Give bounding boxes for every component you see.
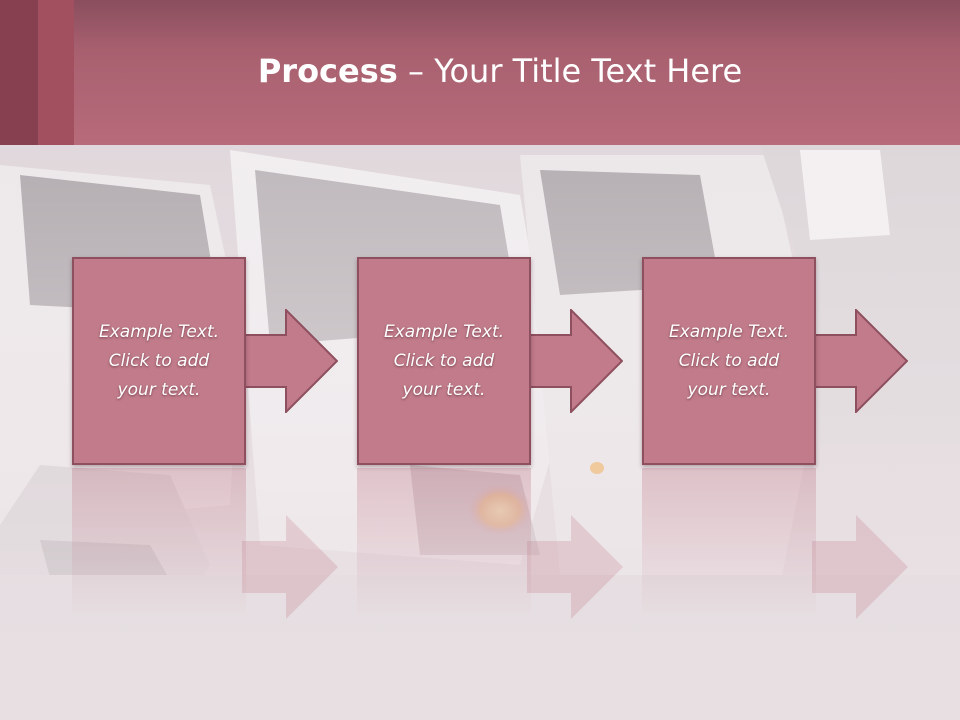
title-rest-part: – Your Title Text Here [397,52,743,90]
step-3-text[interactable]: Example Text. Click to add your text. [668,321,790,400]
process-step-2[interactable]: Example Text. Click to add your text. [357,257,531,465]
background-photo-cars [0,145,960,720]
step-2-text[interactable]: Example Text. Click to add your text. [383,321,505,400]
arrow-3-reflection [812,515,908,619]
arrow-1-reflection [242,515,338,619]
process-step-1[interactable]: Example Text. Click to add your text. [72,257,246,465]
step-1-reflection [72,468,246,618]
arrow-right-icon[interactable] [527,309,623,413]
arrow-right-icon[interactable] [242,309,338,413]
arrow-2-reflection [527,515,623,619]
title-bar: Process – Your Title Text Here [0,0,960,145]
step-2-reflection [357,468,531,618]
arrow-right-icon[interactable] [812,309,908,413]
step-1-text[interactable]: Example Text. Click to add your text. [98,321,220,400]
accent-block-light [38,0,74,145]
slide-title[interactable]: Process – Your Title Text Here [0,52,960,90]
process-step-3[interactable]: Example Text. Click to add your text. [642,257,816,465]
accent-block-dark [0,0,38,145]
step-3-reflection [642,468,816,618]
title-bold-part: Process [257,52,398,90]
